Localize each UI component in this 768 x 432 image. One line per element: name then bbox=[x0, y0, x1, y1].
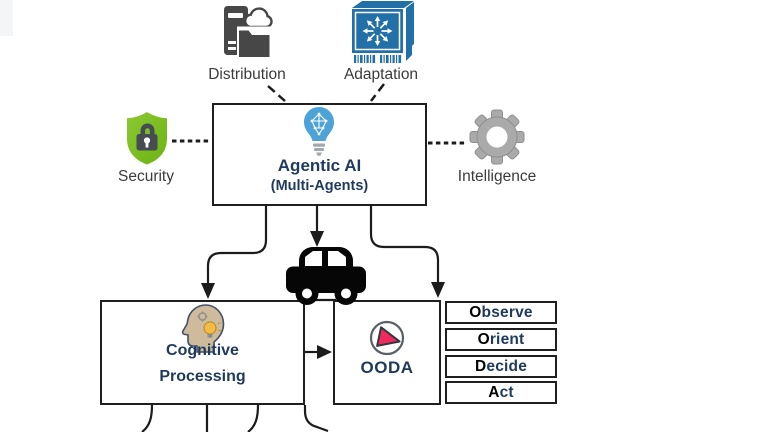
agentic-box-subtitle: (Multi-Agents) bbox=[270, 178, 369, 194]
arrowhead bbox=[201, 283, 215, 299]
distribution-label: Distribution bbox=[208, 66, 286, 83]
step-initial: O bbox=[477, 330, 490, 348]
server-cloud-folder-icon bbox=[224, 6, 273, 59]
cognitive-box-label-line2: Processing bbox=[159, 368, 246, 385]
security-label: Security bbox=[118, 168, 174, 185]
shield-lock-icon bbox=[127, 112, 167, 165]
bottom-stub-4 bbox=[303, 405, 329, 432]
step-rest: bserve bbox=[481, 303, 533, 321]
step-rest: rient bbox=[489, 330, 525, 348]
agentic-box-title: Agentic AI bbox=[277, 156, 362, 175]
flow-arrows bbox=[141, 206, 445, 432]
ooda-step-row: Act bbox=[445, 381, 557, 404]
bottom-stub-3 bbox=[247, 404, 260, 432]
cognitive-box-label-line1: Cognitive bbox=[166, 342, 239, 359]
barcode-band bbox=[354, 44, 412, 63]
distribution-dashed-link bbox=[267, 85, 286, 102]
arrowhead bbox=[431, 282, 445, 298]
gear-icon bbox=[469, 109, 525, 165]
arrowhead bbox=[310, 231, 324, 247]
adaptation-label: Adaptation bbox=[343, 66, 419, 83]
cognitive-processing-box bbox=[100, 300, 305, 405]
step-rest: ecide bbox=[486, 357, 528, 375]
bottom-stub-1 bbox=[141, 404, 154, 432]
ooda-step-row: Observe bbox=[445, 301, 557, 324]
step-rest: ct bbox=[499, 383, 514, 401]
cube-radiating-arrows-icon bbox=[352, 1, 414, 63]
intelligence-label: Intelligence bbox=[457, 168, 537, 185]
step-initial: D bbox=[474, 357, 487, 375]
head-lightbulb-icon bbox=[181, 304, 225, 353]
car-icon bbox=[286, 247, 366, 305]
lightbulb-brain-icon bbox=[304, 107, 334, 156]
step-initial: O bbox=[469, 303, 482, 321]
ooda-box-label: OODA bbox=[360, 358, 414, 377]
play-button-icon bbox=[369, 320, 405, 356]
ooda-step-row: Orient bbox=[445, 328, 557, 351]
arrow-agentic-to-ooda bbox=[369, 206, 440, 283]
arrowhead bbox=[317, 345, 332, 359]
screen-edge-artifact bbox=[0, 0, 13, 36]
adaptation-dashed-link bbox=[370, 83, 385, 102]
arrow-agentic-to-cognitive bbox=[206, 206, 268, 284]
ooda-step-row: Decide bbox=[445, 355, 557, 378]
step-initial: A bbox=[488, 383, 500, 401]
